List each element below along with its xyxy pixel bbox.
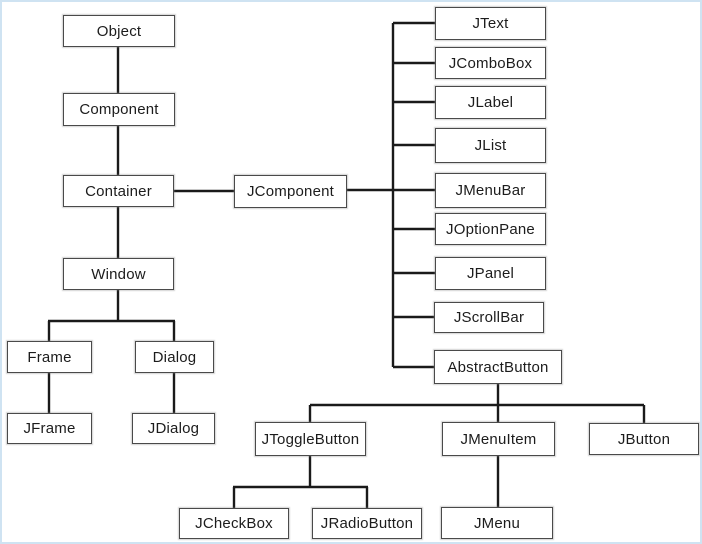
node-jtext: JText — [435, 7, 546, 40]
node-jmenu: JMenu — [441, 507, 553, 539]
node-jcombobox: JComboBox — [435, 47, 546, 79]
node-jlabel: JLabel — [435, 86, 546, 119]
node-jbutton: JButton — [589, 423, 699, 455]
node-abstractbutton: AbstractButton — [434, 350, 562, 384]
node-jlist: JList — [435, 128, 546, 163]
node-jradiobutton: JRadioButton — [312, 508, 422, 539]
node-jcheckbox: JCheckBox — [179, 508, 289, 539]
node-jframe: JFrame — [7, 413, 92, 444]
node-joptionpane: JOptionPane — [435, 213, 546, 245]
node-component: Component — [63, 93, 175, 126]
node-jtogglebutton: JToggleButton — [255, 422, 366, 456]
node-jmenuitem: JMenuItem — [442, 422, 555, 456]
node-jscrollbar: JScrollBar — [434, 302, 544, 333]
node-container: Container — [63, 175, 174, 207]
node-jmenubar: JMenuBar — [435, 173, 546, 208]
node-jdialog: JDialog — [132, 413, 215, 444]
node-jpanel: JPanel — [435, 257, 546, 290]
node-dialog: Dialog — [135, 341, 214, 373]
node-object: Object — [63, 15, 175, 47]
node-window: Window — [63, 258, 174, 290]
node-jcomponent: JComponent — [234, 175, 347, 208]
node-frame: Frame — [7, 341, 92, 373]
